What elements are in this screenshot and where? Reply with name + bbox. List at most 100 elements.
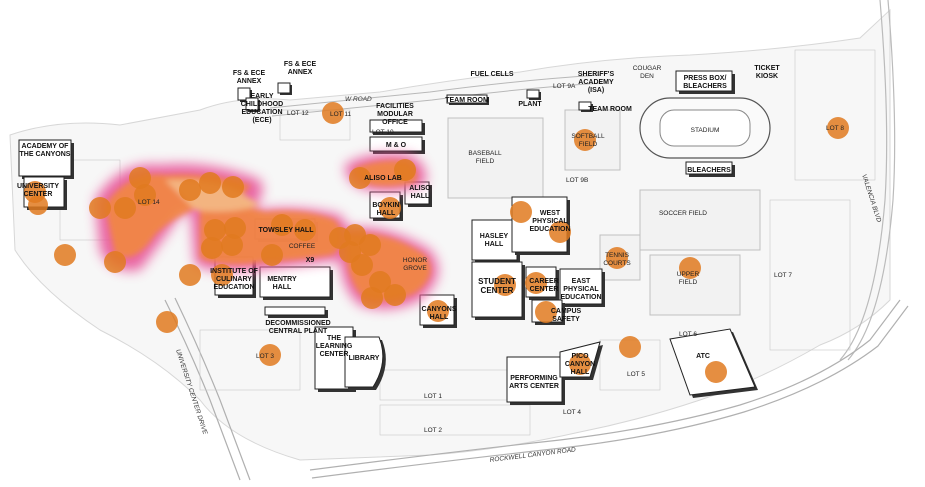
label-library: LIBRARY (349, 355, 380, 362)
label-honor-grove: HONOR (403, 257, 428, 264)
hotspot (510, 201, 532, 223)
hotspot (535, 301, 557, 323)
label-sheriffs-academy: SHERIFF'S (578, 71, 615, 78)
label-early-childhood: EARLY (250, 93, 273, 100)
label-campus-safety: CAMPUS (551, 308, 582, 315)
label-plant: PLANT (518, 101, 542, 108)
label-lot-6: LOT 6 (679, 331, 697, 338)
hotspot (379, 197, 401, 219)
label-towsley-hall: TOWSLEY HALL (259, 227, 315, 234)
hotspot (294, 219, 316, 241)
label-career-center: CAREER (529, 278, 559, 285)
hotspot (619, 336, 641, 358)
hotspot (394, 159, 416, 181)
fields (447, 97, 771, 316)
label-press-box: PRESS BOX/ (684, 75, 727, 82)
label-aliso-hall: ALISO (409, 185, 431, 192)
label-bleachers: BLEACHERS (687, 167, 731, 174)
label-fs-ece-annex-2: FS & ECE (284, 61, 317, 68)
hotspot (261, 244, 283, 266)
label-ticket-kiosk: TICKET (754, 65, 780, 72)
label-fs-ece-annex: FS & ECE (233, 70, 266, 77)
label-cougar-den: COUGAR (633, 65, 662, 72)
hotspot (384, 284, 406, 306)
label-decommissioned: DECOMMISSIONED (265, 320, 330, 327)
label-soccer-field: SOCCER FIELD (659, 210, 707, 217)
label-hasley-hall: HASLEY (480, 233, 509, 240)
hotspot (204, 219, 226, 241)
hotspot (104, 251, 126, 273)
hotspot (271, 214, 293, 236)
hotspots (24, 102, 849, 383)
label-atc: ATC (696, 353, 710, 360)
hotspot (322, 102, 344, 124)
hotspot (179, 179, 201, 201)
hotspot (569, 353, 591, 375)
label-lot-12: LOT 12 (287, 110, 309, 117)
label-east-pe: EAST (572, 278, 591, 285)
label-university-center: UNIVERSITY (17, 183, 59, 190)
label-rockwell-canyon-road: ROCKWELL CANYON ROAD (489, 446, 576, 464)
label-team-room: TEAM ROOM (445, 97, 489, 104)
hotspot (679, 257, 701, 279)
label-academy: ACADEMY OF (22, 143, 70, 150)
hotspot (427, 300, 449, 322)
label-learning-center: THE (327, 335, 341, 342)
hotspot (179, 264, 201, 286)
label-lot-2: LOT 2 (424, 427, 442, 434)
label-lot-5: LOT 5 (627, 371, 645, 378)
label-lot-9a: LOT 9A (553, 83, 576, 90)
label-performing-arts: PERFORMING (510, 375, 558, 382)
hotspot (201, 237, 223, 259)
label-lot-8: LOT 8 (826, 125, 844, 132)
hotspot (199, 172, 221, 194)
label-facilities: FACILITIES (376, 103, 414, 110)
hotspot (351, 254, 373, 276)
hotspot (359, 234, 381, 256)
hotspot (606, 247, 628, 269)
label-lot-9b: LOT 9B (566, 177, 588, 184)
label-mentry-hall: MENTRY (267, 276, 297, 283)
label-upper-field: UPPER (677, 271, 700, 278)
label-team-room-2: TEAM ROOM (588, 106, 632, 113)
label-tennis-courts: TENNIS (605, 252, 630, 259)
label-softball-field: SOFTBALL (571, 133, 605, 140)
hotspot (705, 361, 727, 383)
label-lot-10: LOT 10 (372, 129, 394, 136)
label-lot-11: LOT 11 (330, 111, 351, 118)
hotspot (494, 274, 516, 296)
label-baseball-field: BASEBALL (468, 150, 502, 157)
label-lot-3: LOT 3 (256, 353, 274, 360)
hotspot (259, 344, 281, 366)
hotspot (525, 272, 547, 294)
hotspot (222, 176, 244, 198)
label-w-road: W ROAD (345, 96, 372, 103)
label-lot-4: LOT 4 (563, 409, 581, 416)
label-institute: INSTITUTE OF (210, 268, 259, 275)
hotspot (114, 197, 136, 219)
